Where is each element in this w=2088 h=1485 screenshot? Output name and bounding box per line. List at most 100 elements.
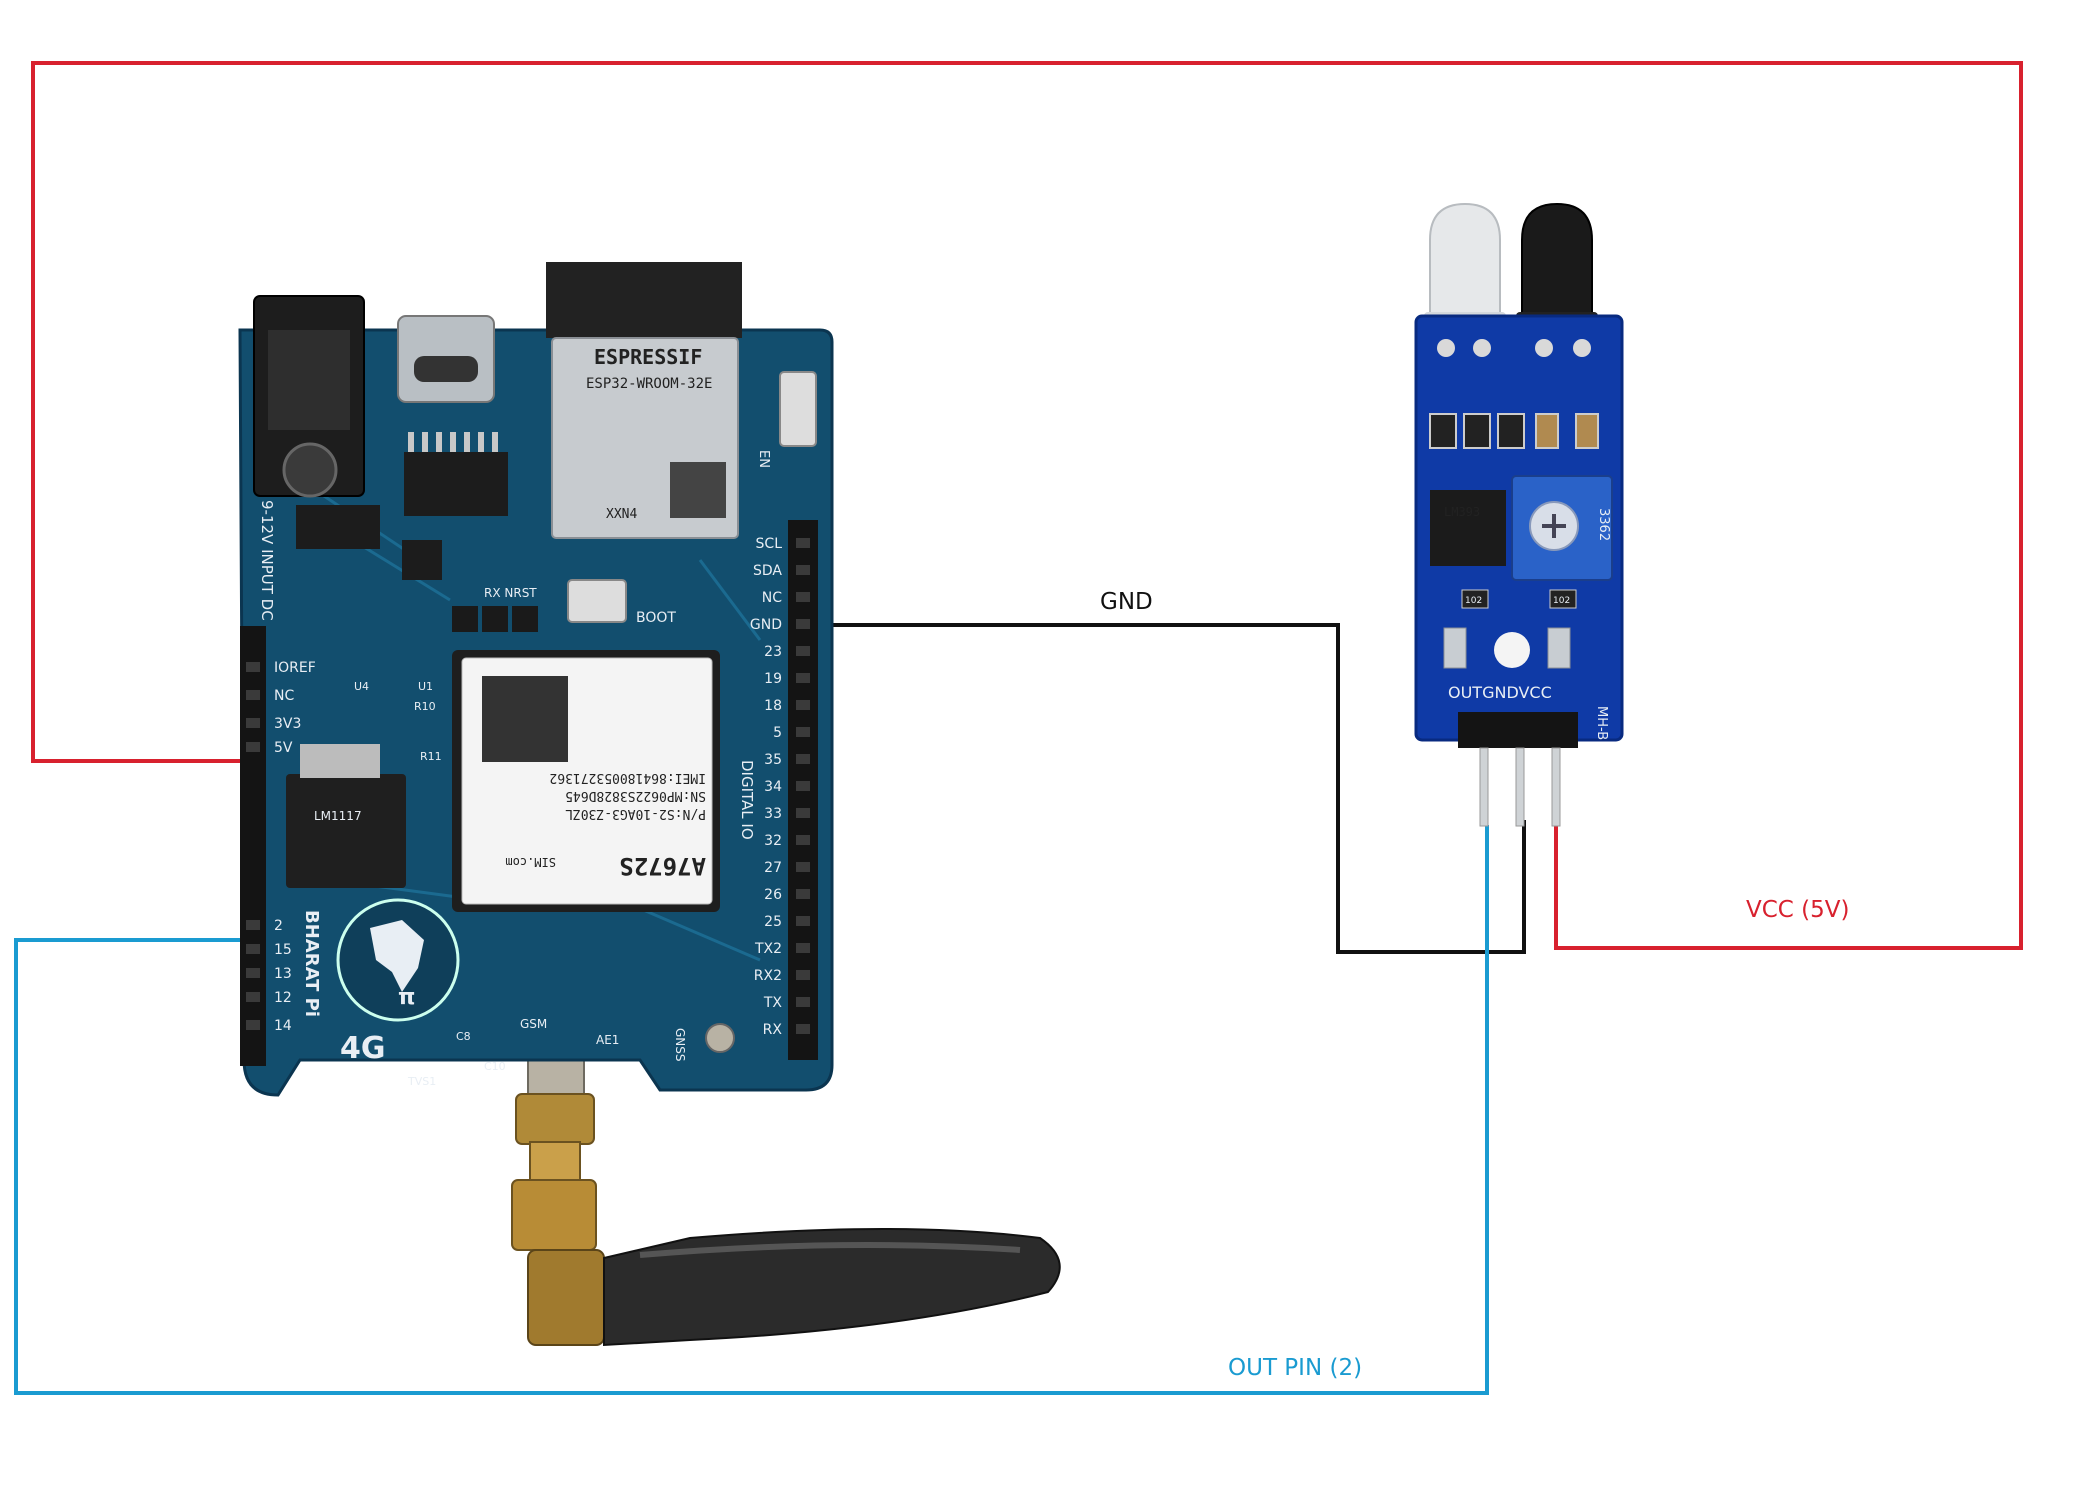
boot-button xyxy=(567,579,627,623)
left-header-pin-label: 3V3 xyxy=(274,716,301,732)
right-header-pin xyxy=(796,781,810,791)
right-header-pin-label: 18 xyxy=(764,698,782,714)
right-header-pin xyxy=(796,673,810,683)
pi-symbol: π xyxy=(398,985,415,1010)
esp32-qr xyxy=(670,462,726,518)
status-led-right xyxy=(1547,627,1571,669)
sensor-model: MH-B xyxy=(1594,706,1609,740)
c8-label: C8 xyxy=(456,1030,471,1043)
right-header-pin-label: GND xyxy=(750,617,782,633)
right-header-pin-label: SCL xyxy=(756,536,783,552)
right-header-pin-label: 35 xyxy=(764,752,782,768)
left-header-pin-label: 12 xyxy=(274,990,292,1006)
right-header-pin xyxy=(796,619,810,629)
uart-header xyxy=(452,606,538,632)
antenna xyxy=(511,1051,1061,1347)
right-header-pin xyxy=(796,646,810,656)
right-header-pin-label: RX2 xyxy=(754,968,782,984)
comparator-label: LM393 xyxy=(1444,505,1480,519)
res-102-left-label: 102 xyxy=(1465,596,1482,606)
usb-c-opening xyxy=(414,356,478,382)
right-header-pin-label: 34 xyxy=(764,779,782,795)
main-board: 9-12V INPUT DC ESPRESSIF ESP32-WROOM-32E… xyxy=(238,262,834,1097)
resistor-102-left xyxy=(1461,589,1489,609)
comparator-chip xyxy=(1430,490,1506,566)
usb-chip xyxy=(404,452,508,516)
antenna-neck xyxy=(529,1141,581,1181)
status-led-left xyxy=(1443,627,1467,669)
resistor-102-right xyxy=(1549,589,1577,609)
regulator-label: LM1117 xyxy=(314,809,362,823)
left-header-pin xyxy=(246,992,260,1002)
left-header-pin-label: IOREF xyxy=(274,660,316,676)
out-wire xyxy=(14,825,1489,1395)
right-header-pin-label: 23 xyxy=(764,644,782,660)
power-input-label: 9-12V INPUT DC xyxy=(258,500,276,621)
antenna-rubber xyxy=(603,1228,1061,1347)
right-header-pin-label: 19 xyxy=(764,671,782,687)
left-header-pin xyxy=(246,690,260,700)
vcc-wire xyxy=(31,61,2023,950)
transistor-u3 xyxy=(402,540,442,580)
reg-chip-small xyxy=(296,505,380,549)
right-header-pin xyxy=(796,727,810,737)
gnss-connector xyxy=(705,1023,735,1053)
gsm-model: A7672S xyxy=(619,852,706,880)
left-header-pin xyxy=(246,944,260,954)
dc-jack xyxy=(253,295,365,498)
right-header-pin xyxy=(796,835,810,845)
antenna-coupler xyxy=(511,1179,597,1251)
pot-code: 3362 xyxy=(1596,508,1611,541)
gsm-label: GSM xyxy=(520,1017,547,1031)
right-header-pin-label: SDA xyxy=(753,563,782,579)
right-header-pin-label: 32 xyxy=(764,833,782,849)
c10-label: C10 xyxy=(484,1060,506,1073)
rx-nrst-label: RX NRST xyxy=(484,586,537,600)
sensor-header xyxy=(1458,712,1578,748)
right-header-pin xyxy=(796,565,810,575)
right-header-pin-label: 25 xyxy=(764,914,782,930)
sensor-pin-labels: OUTGNDVCC xyxy=(1448,683,1552,702)
tvs1-label: TVS1 xyxy=(407,1075,436,1088)
right-header-pin-label: TX xyxy=(763,995,783,1011)
right-header-pin xyxy=(796,754,810,764)
esp32-module: ESPRESSIF ESP32-WROOM-32E XXN4 xyxy=(546,262,742,539)
brand-label: BHARAT Pi xyxy=(301,910,322,1017)
mounting-hole xyxy=(1494,632,1530,668)
left-header-pin xyxy=(246,1020,260,1030)
left-header-pin xyxy=(246,662,260,672)
left-header-pin xyxy=(246,968,260,978)
gsm-pn: P/N:S2-10AG3-Z30ZL xyxy=(565,806,706,821)
esp32-maker: ESPRESSIF xyxy=(594,345,702,369)
right-header-pin xyxy=(796,1024,810,1034)
potentiometer-slot xyxy=(1542,514,1566,538)
esp32-code: XXN4 xyxy=(606,507,637,522)
right-header-pin-label: TX2 xyxy=(754,941,782,957)
r10-label: R10 xyxy=(414,700,436,713)
esp32-model: ESP32-WROOM-32E xyxy=(586,376,712,392)
antenna-elbow xyxy=(527,1249,605,1346)
right-header-pin xyxy=(796,943,810,953)
smd-resistors xyxy=(1429,413,1599,449)
led-pads xyxy=(1437,339,1591,357)
india-map-icon xyxy=(370,920,424,992)
left-header-pin xyxy=(246,920,260,930)
right-header-pin-label: 26 xyxy=(764,887,782,903)
gsm-maker: SIM.com xyxy=(505,855,556,869)
gnd-wire xyxy=(820,623,1526,954)
right-header-pin xyxy=(796,808,810,818)
right-header-pin xyxy=(796,592,810,602)
en-label: EN xyxy=(756,450,771,468)
right-header-pin xyxy=(796,889,810,899)
gnd-label: GND xyxy=(1100,589,1153,615)
left-header-pin xyxy=(246,742,260,752)
u4-label: U4 xyxy=(354,680,369,693)
badge-4g: 4G xyxy=(340,1031,386,1066)
right-header-pin-label: 33 xyxy=(764,806,782,822)
left-header-pin-label: 5V xyxy=(274,740,293,756)
right-header-pin xyxy=(796,700,810,710)
res-102-right-label: 102 xyxy=(1553,596,1570,606)
right-header-pin-label: RX xyxy=(763,1022,783,1038)
